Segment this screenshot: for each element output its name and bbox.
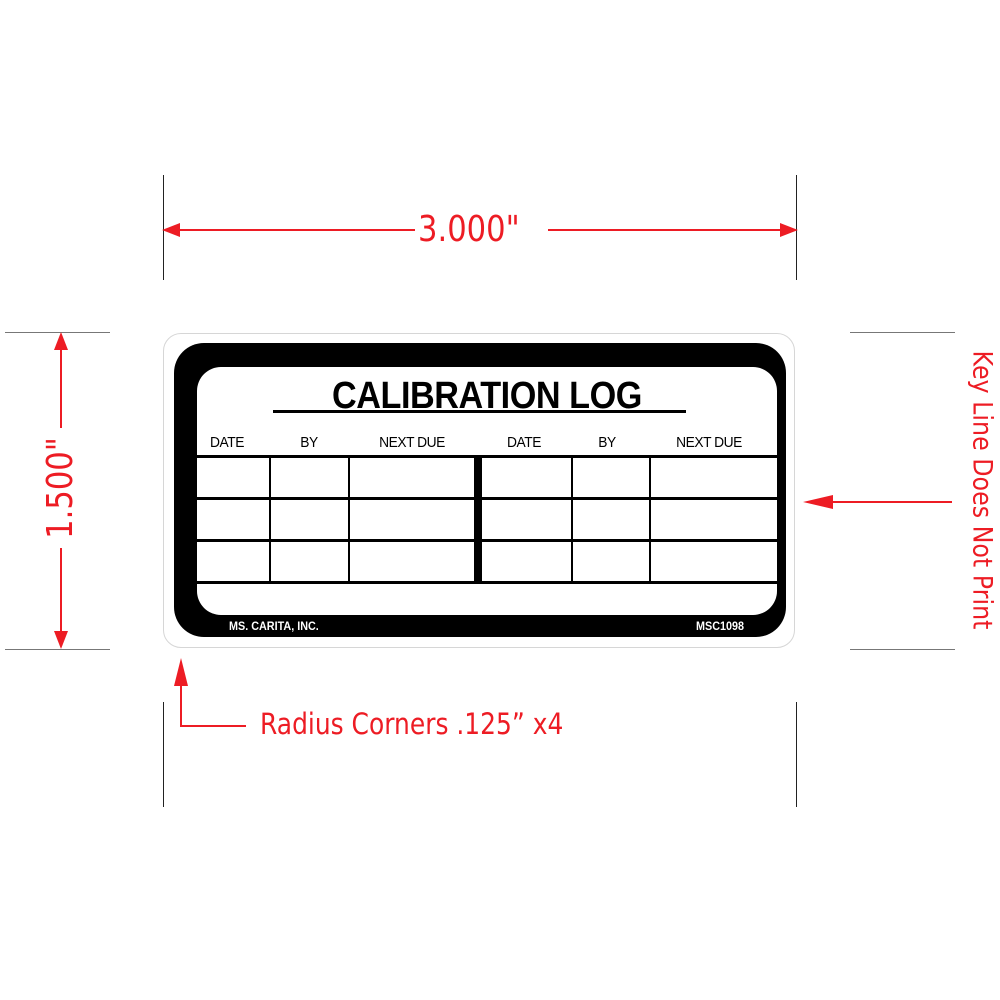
col-divider-2 [348, 456, 350, 582]
corner-pointer-horizontal [180, 725, 246, 727]
header-date-2: DATE [507, 434, 541, 451]
row-rule-1 [197, 497, 777, 500]
col-divider-4 [649, 456, 651, 582]
arrow-up-icon [54, 332, 68, 350]
cell-r3-date-2[interactable] [482, 542, 571, 581]
arrow-down-icon [54, 631, 68, 649]
height-dimension-label: 1.500" [40, 437, 81, 539]
arrow-up-corner-icon [174, 658, 188, 686]
cell-r2-date-2[interactable] [482, 500, 571, 539]
cell-r2-next-due-1[interactable] [350, 500, 474, 539]
cell-r2-next-due-2[interactable] [651, 500, 777, 539]
footer-company: MS. CARITA, INC. [229, 619, 319, 633]
cell-r3-date-1[interactable] [197, 542, 269, 581]
row-rule-2 [197, 539, 777, 542]
extension-line-right-top [796, 175, 797, 280]
label-body: CALIBRATION LOG DATE BY NEXT DUE DATE BY… [197, 367, 777, 615]
header-next-due-2: NEXT DUE [676, 434, 742, 451]
keyline-pointer-line [820, 501, 952, 503]
cell-r1-next-due-2[interactable] [651, 458, 777, 497]
cell-r3-next-due-2[interactable] [651, 542, 777, 581]
cell-r2-date-1[interactable] [197, 500, 269, 539]
cell-r1-by-1[interactable] [271, 458, 348, 497]
section-divider [474, 456, 482, 582]
cell-r3-next-due-1[interactable] [350, 542, 474, 581]
extension-line-right-bottom [796, 702, 797, 807]
arrow-left-icon [162, 223, 180, 237]
col-divider-3 [571, 456, 573, 582]
title-underline [273, 410, 686, 413]
header-rule [197, 455, 777, 458]
corner-pointer-vertical [180, 684, 182, 727]
cell-r1-next-due-1[interactable] [350, 458, 474, 497]
extension-line-left-bottom [163, 702, 164, 807]
arrow-right-icon [780, 223, 798, 237]
header-next-due-1: NEXT DUE [379, 434, 445, 451]
cell-r1-by-2[interactable] [573, 458, 649, 497]
cell-r1-date-1[interactable] [197, 458, 269, 497]
height-dimension-line-bottom [60, 548, 62, 643]
col-divider-1 [269, 456, 271, 582]
footer-part-number: MSC1098 [696, 619, 745, 633]
width-dimension-label: 3.000" [418, 209, 520, 250]
extension-line-bottom-left [5, 649, 110, 650]
width-dimension-line-right [548, 229, 790, 231]
extension-line-top-right [850, 332, 955, 333]
row-rule-3 [197, 581, 777, 584]
cell-r2-by-2[interactable] [573, 500, 649, 539]
keyline-note: Key Line Does Not Print [966, 350, 998, 630]
width-dimension-line-left [170, 229, 415, 231]
cell-r2-by-1[interactable] [271, 500, 348, 539]
arrow-left-keyline-icon [803, 495, 833, 509]
cell-r1-date-2[interactable] [482, 458, 571, 497]
cell-r3-by-1[interactable] [271, 542, 348, 581]
extension-line-bottom-right [850, 649, 955, 650]
cell-r3-by-2[interactable] [573, 542, 649, 581]
extension-line-top-left [5, 332, 110, 333]
header-by-1: BY [300, 434, 318, 451]
header-by-2: BY [598, 434, 616, 451]
header-date-1: DATE [210, 434, 244, 451]
corner-radius-note: Radius Corners .125” x4 [260, 707, 564, 741]
height-dimension-line-top [60, 340, 62, 428]
extension-line-left-top [163, 175, 164, 280]
